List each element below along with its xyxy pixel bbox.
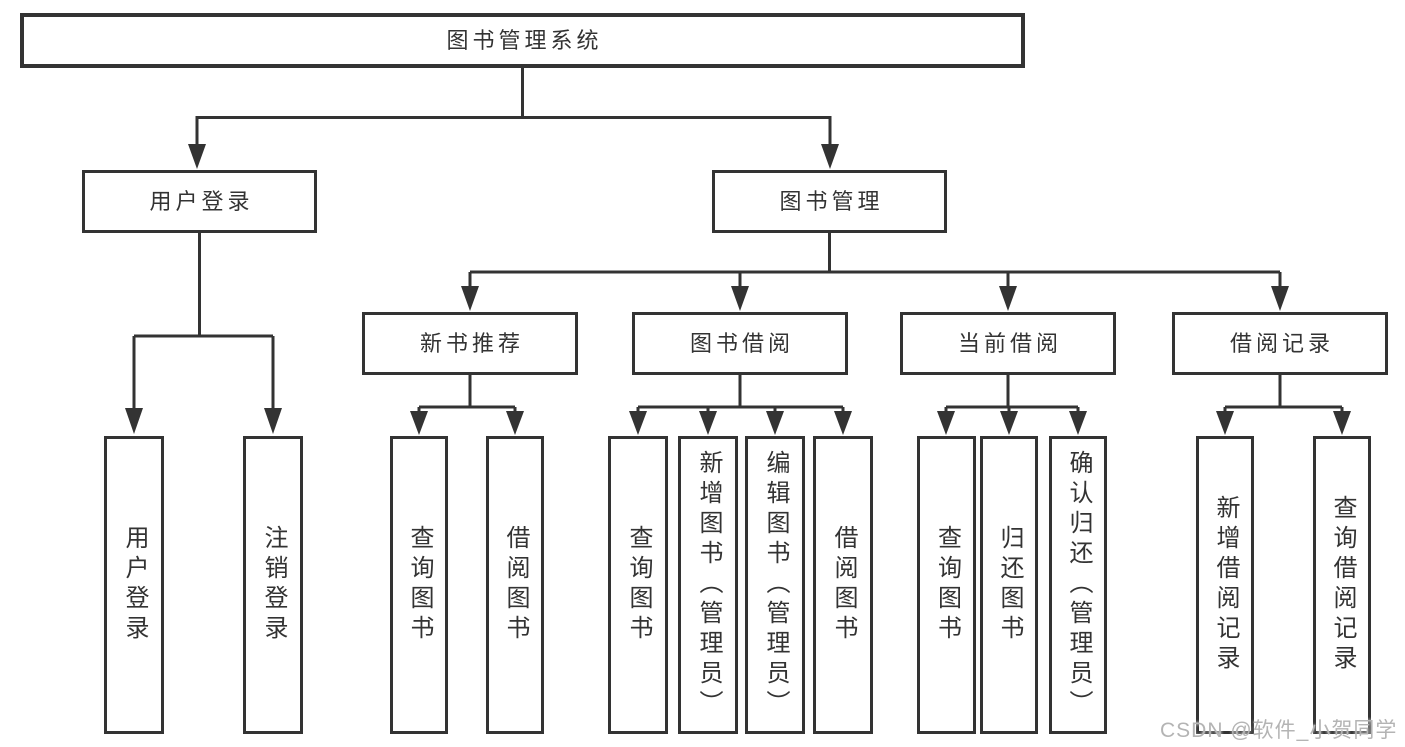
leaf-query-books-borrow: 查询图书 xyxy=(608,436,668,734)
leaf-return-book: 归还图书 xyxy=(980,436,1038,734)
watermark-text: CSDN @软件_小贺同学 xyxy=(1160,719,1398,742)
node-label: 图书管理系统 xyxy=(446,27,603,53)
node-label: 新书推荐 xyxy=(419,330,524,356)
leaf-add-book-admin: 新增图书（管理员） xyxy=(678,436,738,734)
node-book-management: 图书管理 xyxy=(712,170,947,233)
node-borrow-records: 借阅记录 xyxy=(1172,312,1388,375)
node-label: 查询图书 xyxy=(933,525,961,645)
node-label: 图书借阅 xyxy=(689,330,794,356)
node-label: 确认归还（管理员） xyxy=(1065,450,1092,720)
leaf-confirm-return-admin: 确认归还（管理员） xyxy=(1049,436,1107,734)
node-label: 编辑图书（管理员） xyxy=(762,450,789,720)
node-label: 图书管理 xyxy=(779,188,884,214)
node-label: 查询图书 xyxy=(406,525,433,645)
leaf-borrow-books-recommend: 借阅图书 xyxy=(486,436,544,734)
leaf-add-borrow-record: 新增借阅记录 xyxy=(1196,436,1254,734)
leaf-edit-book-admin: 编辑图书（管理员） xyxy=(745,436,805,734)
node-book-borrow: 图书借阅 xyxy=(632,312,848,375)
node-user-login: 用户登录 xyxy=(82,170,317,233)
node-label: 注销登录 xyxy=(260,525,287,645)
node-label: 新增图书（管理员） xyxy=(695,450,722,720)
node-label: 用户登录 xyxy=(149,188,254,214)
leaf-query-books-current: 查询图书 xyxy=(917,436,976,734)
node-label: 借阅记录 xyxy=(1229,330,1334,356)
leaf-borrow-books: 借阅图书 xyxy=(813,436,873,734)
leaf-logout: 注销登录 xyxy=(243,436,303,734)
node-label: 新增借阅记录 xyxy=(1212,495,1239,675)
leaf-query-books-recommend: 查询图书 xyxy=(390,436,448,734)
node-label: 查询图书 xyxy=(625,525,652,645)
node-label: 用户登录 xyxy=(121,525,148,645)
node-label: 当前借阅 xyxy=(957,330,1062,356)
node-new-book-recommend: 新书推荐 xyxy=(362,312,578,375)
node-label: 归还图书 xyxy=(996,525,1023,645)
leaf-user-login: 用户登录 xyxy=(104,436,164,734)
node-label: 借阅图书 xyxy=(830,525,857,645)
node-label: 借阅图书 xyxy=(502,525,529,645)
node-label: 查询借阅记录 xyxy=(1329,495,1356,675)
node-library-management-system: 图书管理系统 xyxy=(20,13,1025,68)
node-current-borrow: 当前借阅 xyxy=(900,312,1116,375)
leaf-query-borrow-record: 查询借阅记录 xyxy=(1313,436,1371,734)
